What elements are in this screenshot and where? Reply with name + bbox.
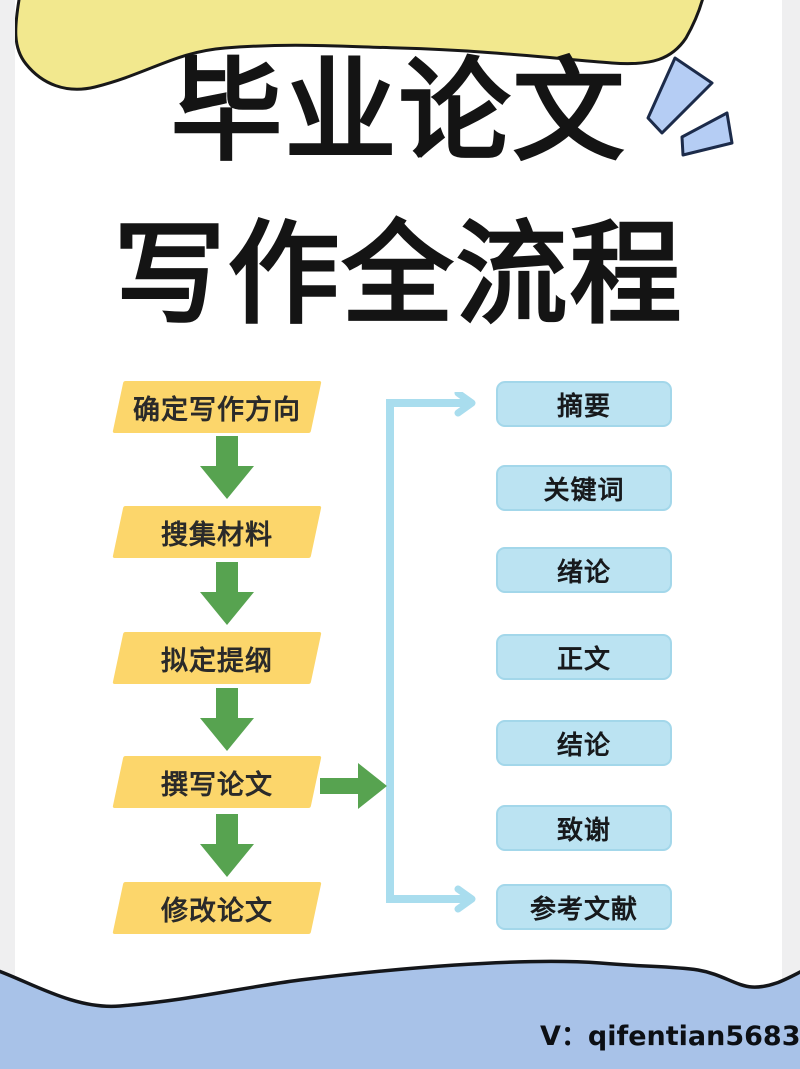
outline-item-2: 关键词 [496,465,672,511]
outline-item-1: 摘要 [496,381,672,427]
outline-item-label: 正文 [556,644,611,675]
flow-step-2: 搜集材料 [118,506,316,558]
contact-watermark: V：qifentian5683 [540,1021,800,1052]
page-margin-right [782,0,800,1069]
yellow-blob-shape [14,0,704,91]
outline-item-3: 绪论 [496,547,672,593]
flow-step-4: 撰写论文 [118,756,316,808]
arrow-down-icon [200,562,254,625]
arrow-down-icon [200,814,254,877]
page-margin-left [0,0,15,1069]
outline-item-label: 参考文献 [529,894,638,925]
outline-item-6: 致谢 [496,805,672,851]
flow-step-3: 拟定提纲 [118,632,316,684]
outline-item-label: 绪论 [556,557,611,588]
flow-step-5: 修改论文 [118,882,316,934]
poster-title-line2: 写作全流程 [113,210,684,340]
outline-item-label: 结论 [556,730,611,761]
outline-item-label: 摘要 [556,391,611,422]
arrow-down-icon [200,436,254,499]
emphasis-marks-icon [646,56,734,157]
arrow-right-icon [320,763,387,809]
flow-step-label: 修改论文 [161,895,273,927]
flow-step-1: 确定写作方向 [118,381,316,433]
outline-item-5: 结论 [496,720,672,766]
flow-step-label: 撰写论文 [161,769,273,801]
poster-title-line1: 毕业论文 [170,47,627,177]
flow-step-label: 搜集材料 [161,519,273,551]
bracket-connector-icon [386,392,476,913]
bottom-wave-shape [0,959,800,1069]
outline-item-label: 关键词 [543,475,625,506]
outline-item-4: 正文 [496,634,672,680]
flow-step-label: 拟定提纲 [161,645,273,677]
flow-step-label: 确定写作方向 [133,394,301,426]
arrow-down-icon [200,688,254,751]
outline-item-label: 致谢 [556,815,611,846]
outline-item-7: 参考文献 [496,884,672,930]
